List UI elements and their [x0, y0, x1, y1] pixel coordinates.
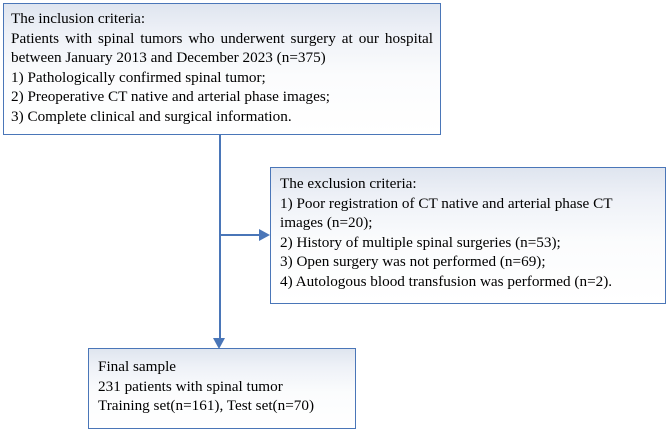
connector-trunk-to-exclusion-line: [219, 233, 261, 237]
exclusion-criteria-box: The exclusion criteria: 1) Poor registra…: [270, 167, 666, 304]
arrow-down-icon: [213, 338, 226, 349]
final-sample-text: Final sample 231 patients with spinal tu…: [98, 358, 315, 415]
final-sample-box: Final sample 231 patients with spinal tu…: [88, 348, 356, 429]
inclusion-criteria-box: The inclusion criteria: Patients with sp…: [3, 3, 441, 135]
inclusion-criteria-text: The inclusion criteria: Patients with sp…: [11, 10, 433, 125]
arrow-right-icon: [259, 228, 270, 241]
exclusion-criteria-text: The exclusion criteria: 1) Poor registra…: [280, 175, 613, 290]
connector-inclusion-to-final-line: [218, 134, 221, 340]
